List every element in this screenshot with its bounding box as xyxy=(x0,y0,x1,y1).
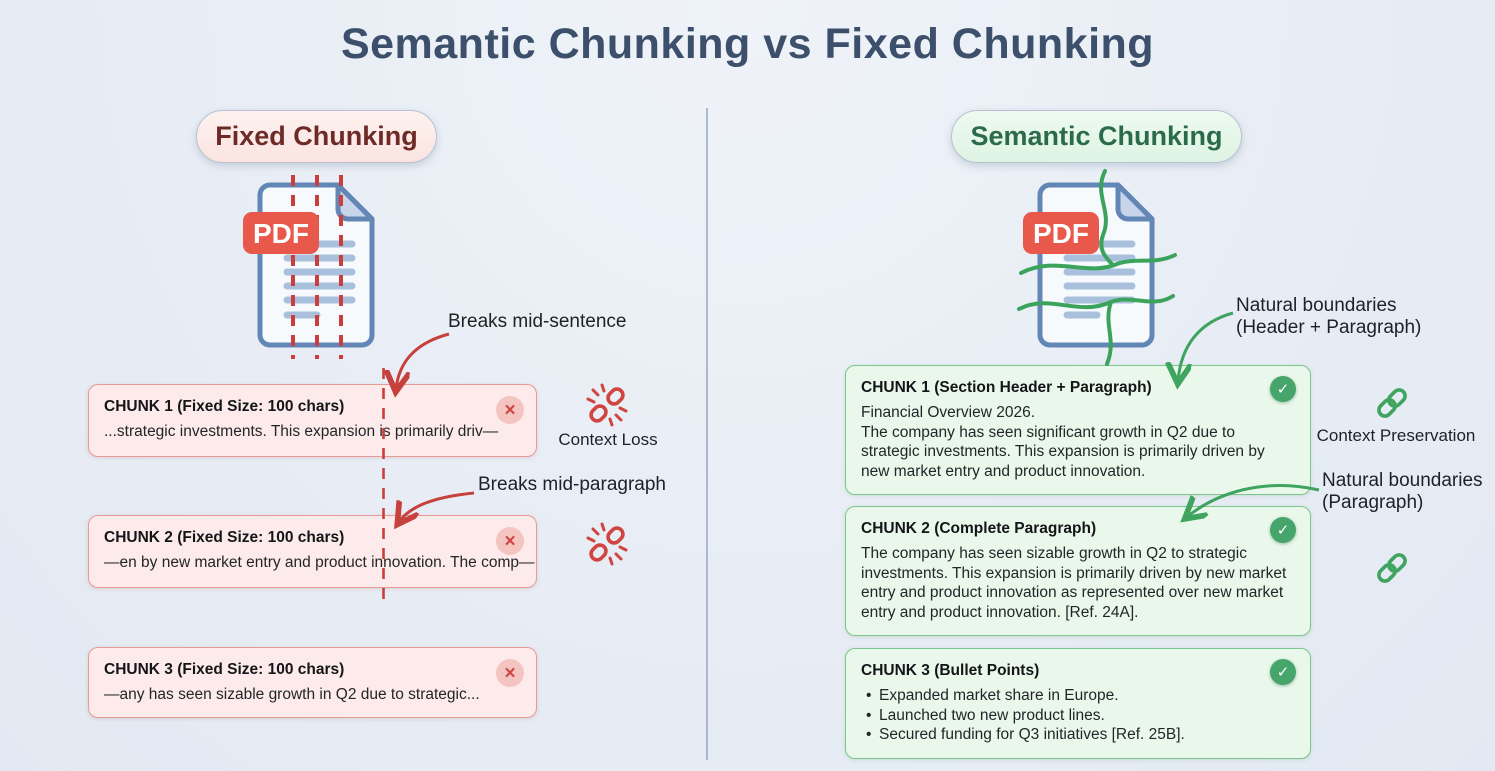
chunk-title: CHUNK 2 (Complete Paragraph) xyxy=(861,520,1097,537)
semantic-chunking-badge: Semantic Chunking xyxy=(951,110,1242,163)
link-icon xyxy=(1377,553,1407,583)
context-preservation-label: Context Preservation xyxy=(1316,426,1476,445)
red-arrow-mid-sentence xyxy=(396,332,450,389)
chunk-body: The company has seen significant growth … xyxy=(861,423,1265,480)
natural-boundaries-header-label: Natural boundaries (Header + Paragraph) xyxy=(1236,295,1421,339)
pdf-document-icon-semantic: PDF xyxy=(1017,169,1177,366)
fixed-chunk-1-card: CHUNK 1 (Fixed Size: 100 chars) ...strat… xyxy=(88,384,537,457)
label-line: (Header + Paragraph) xyxy=(1236,317,1422,338)
chunk-body-line: Financial Overview 2026. xyxy=(861,404,1036,421)
check-icon: ✓ xyxy=(1270,376,1296,402)
semantic-boundary-curves xyxy=(1017,169,1177,366)
label-line: Natural boundaries xyxy=(1322,470,1483,491)
pdf-document-icon-fixed: PDF xyxy=(243,175,375,359)
semantic-chunk-1-card: CHUNK 1 (Section Header + Paragraph) Fin… xyxy=(845,365,1311,495)
bullet-item: Expanded market share in Europe. xyxy=(861,686,1295,706)
check-icon: ✓ xyxy=(1270,659,1296,685)
chunk-title: CHUNK 1 (Section Header + Paragraph) xyxy=(861,379,1152,396)
label-line: (Paragraph) xyxy=(1322,492,1424,513)
chunk-body: ...strategic investments. This expansion… xyxy=(104,423,499,440)
chunk-title: CHUNK 3 (Bullet Points) xyxy=(861,662,1040,679)
pdf-badge: PDF xyxy=(243,212,319,254)
bullet-item: Secured funding for Q3 initiatives [Ref.… xyxy=(861,725,1295,745)
fixed-chunking-badge: Fixed Chunking xyxy=(196,110,437,163)
natural-boundaries-paragraph-label: Natural boundaries (Paragraph) xyxy=(1322,470,1483,514)
center-divider xyxy=(706,108,708,760)
svg-text:PDF: PDF xyxy=(1033,218,1089,249)
chunk-title: CHUNK 2 (Fixed Size: 100 chars) xyxy=(104,529,345,546)
svg-text:PDF: PDF xyxy=(253,218,309,249)
chunk-body: The company has seen sizable growth in Q… xyxy=(861,545,1287,621)
semantic-chunk-3-card: CHUNK 3 (Bullet Points) Expanded market … xyxy=(845,648,1311,759)
close-icon: × xyxy=(496,396,524,424)
link-icon xyxy=(1377,388,1407,418)
fixed-chunk-3-card: CHUNK 3 (Fixed Size: 100 chars) —any has… xyxy=(88,647,537,718)
bullet-item: Launched two new product lines. xyxy=(861,706,1295,726)
broken-link-icon xyxy=(586,383,628,427)
chunk-body: —en by new market entry and product inno… xyxy=(104,554,535,571)
chunk-title: CHUNK 3 (Fixed Size: 100 chars) xyxy=(104,661,345,678)
chunk-body: —any has seen sizable growth in Q2 due t… xyxy=(104,686,480,703)
page-title: Semantic Chunking vs Fixed Chunking xyxy=(340,20,1155,68)
fixed-chunk-2-card: CHUNK 2 (Fixed Size: 100 chars) —en by n… xyxy=(88,515,537,588)
close-icon: × xyxy=(496,527,524,555)
label-line: Natural boundaries xyxy=(1236,295,1397,316)
semantic-chunk-2-card: CHUNK 2 (Complete Paragraph) The company… xyxy=(845,506,1311,636)
check-icon: ✓ xyxy=(1270,517,1296,543)
fixed-cut-lines xyxy=(291,175,343,359)
chunk-title: CHUNK 1 (Fixed Size: 100 chars) xyxy=(104,398,345,415)
broken-link-icon xyxy=(586,522,628,566)
breaks-mid-sentence-label: Breaks mid-sentence xyxy=(448,311,627,332)
pdf-badge: PDF xyxy=(1023,212,1099,254)
breaks-mid-paragraph-label: Breaks mid-paragraph xyxy=(478,474,666,495)
close-icon: × xyxy=(496,659,524,687)
context-loss-label: Context Loss xyxy=(558,430,658,449)
